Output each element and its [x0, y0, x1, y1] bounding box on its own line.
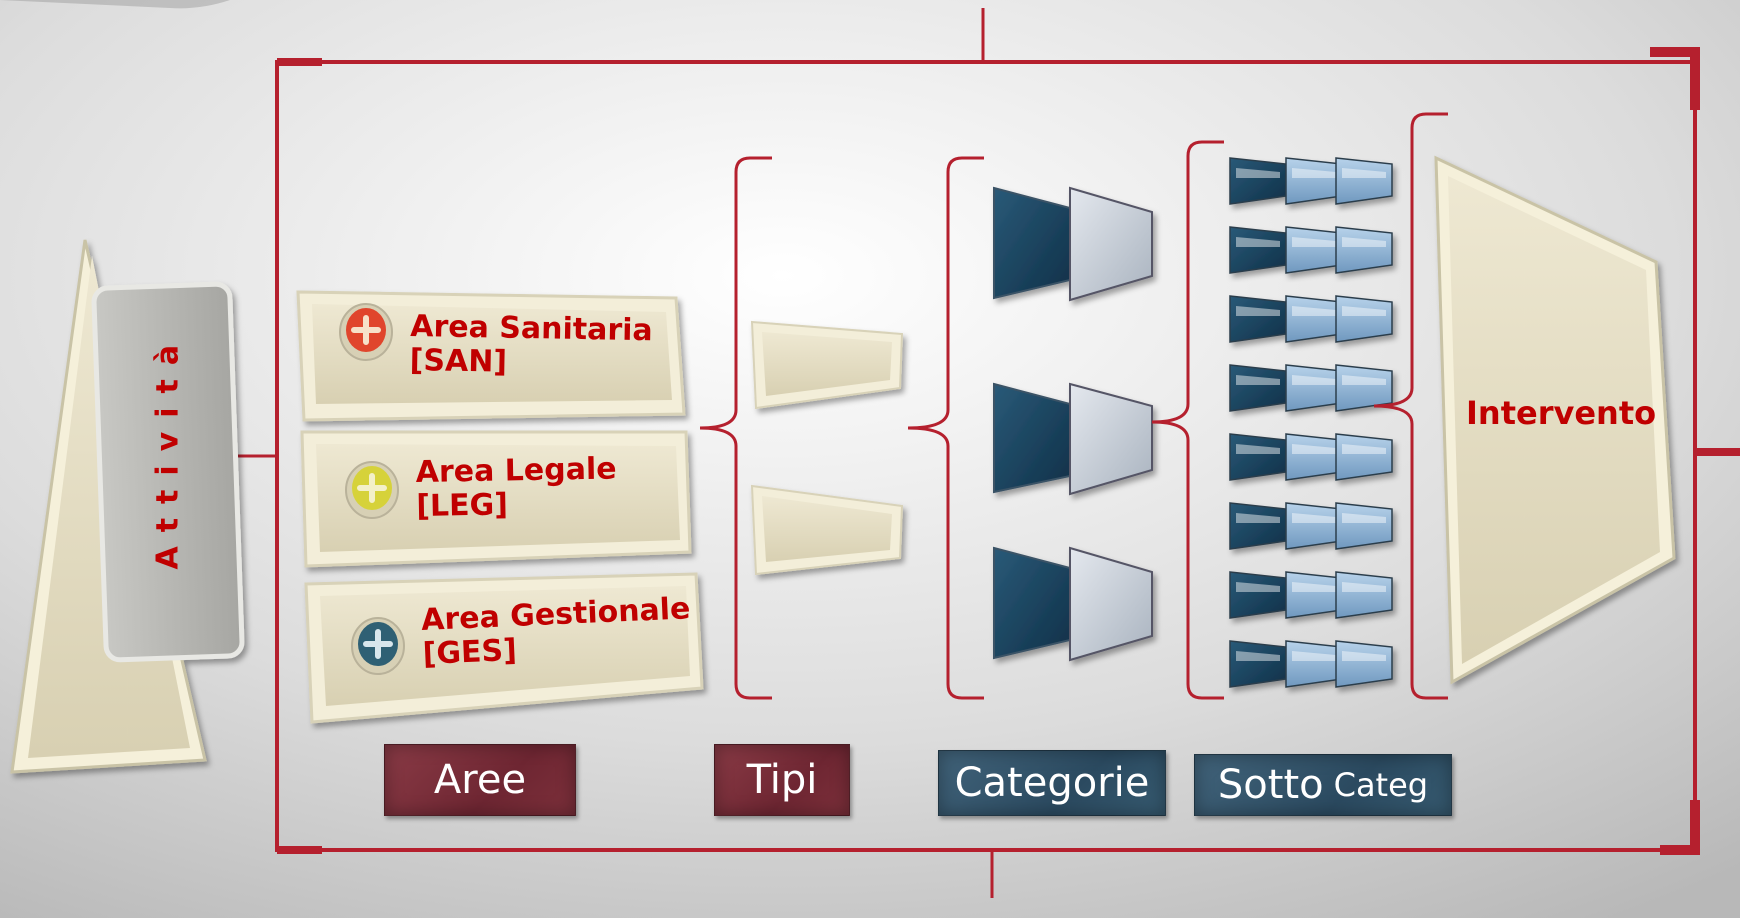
plus-icon	[345, 461, 399, 519]
tag-aree: Aree	[384, 744, 576, 816]
area-name: Area Legale	[415, 451, 617, 490]
sotto-block-light	[1285, 295, 1343, 343]
sotto-block-highlight	[1236, 444, 1280, 454]
area-code: [LEG]	[415, 487, 509, 524]
sotto-block-highlight	[1236, 237, 1280, 247]
sotto-block-dark	[1229, 295, 1287, 343]
sotto-block-highlight	[1236, 582, 1280, 592]
sotto-block-light	[1335, 226, 1393, 274]
tag-aree-label: Aree	[433, 757, 527, 803]
brace-categorie-sotto	[1151, 140, 1224, 700]
sotto-block-dark	[1229, 502, 1287, 550]
sotto-block-highlight	[1236, 168, 1280, 178]
sotto-categ-row[interactable]	[1229, 364, 1393, 412]
sotto-block-highlight	[1342, 168, 1386, 178]
outer-frame	[238, 8, 1740, 898]
sotto-block-highlight	[1342, 375, 1386, 385]
sotto-block-light	[1335, 640, 1393, 688]
tag-sotto-small: Categ	[1333, 766, 1429, 804]
sotto-block-dark	[1229, 364, 1287, 412]
sotto-block-highlight	[1292, 306, 1336, 316]
sotto-block-dark	[1229, 226, 1287, 274]
sotto-categ-row[interactable]	[1229, 571, 1393, 619]
sotto-block-highlight	[1342, 513, 1386, 523]
sotto-block-light	[1335, 433, 1393, 481]
tag-categorie: Categorie	[938, 750, 1166, 816]
sotto-block-highlight	[1236, 306, 1280, 316]
sotto-categ-row[interactable]	[1229, 226, 1393, 274]
tag-tipi-label: Tipi	[746, 757, 818, 803]
tipo-box-2[interactable]	[750, 484, 904, 576]
categoria-2[interactable]	[993, 382, 1153, 496]
sotto-block-highlight	[1236, 651, 1280, 661]
sotto-block-light	[1335, 157, 1393, 205]
area-box-leg[interactable]	[300, 430, 692, 568]
tipo-box-1[interactable]	[750, 320, 904, 410]
sotto-block-light	[1285, 433, 1343, 481]
sotto-categ-row[interactable]	[1229, 433, 1393, 481]
sotto-categ-row[interactable]	[1229, 295, 1393, 343]
tag-sotto-main: Sotto	[1217, 762, 1324, 808]
sotto-categ-row[interactable]	[1229, 640, 1393, 688]
sotto-block-highlight	[1292, 651, 1336, 661]
sotto-block-light	[1285, 157, 1343, 205]
area-label-san: Area Sanitaria [SAN]	[409, 309, 654, 382]
sotto-block-highlight	[1342, 237, 1386, 247]
tag-sotto-categ: Sotto Categ	[1194, 754, 1452, 816]
sotto-block-light	[1285, 571, 1343, 619]
tag-tipi: Tipi	[714, 744, 850, 816]
sotto-block-dark	[1229, 640, 1287, 688]
intervento-shape[interactable]	[1434, 155, 1676, 685]
sotto-block-highlight	[1236, 375, 1280, 385]
brace-sotto-intervento	[1373, 112, 1448, 700]
attivita-shape	[10, 239, 245, 774]
plus-icon	[351, 617, 405, 675]
area-code: [SAN]	[409, 343, 508, 380]
sotto-block-highlight	[1292, 582, 1336, 592]
sotto-block-highlight	[1292, 168, 1336, 178]
sotto-block-highlight	[1292, 444, 1336, 454]
sotto-categ-row[interactable]	[1229, 157, 1393, 205]
area-box-san[interactable]	[296, 290, 686, 422]
sotto-block-highlight	[1342, 306, 1386, 316]
sotto-block-dark	[1229, 157, 1287, 205]
sotto-block-light	[1335, 295, 1393, 343]
sotto-block-light	[1285, 640, 1343, 688]
sotto-block-highlight	[1292, 375, 1336, 385]
sotto-categ-grid	[1229, 157, 1393, 688]
categoria-1[interactable]	[993, 186, 1153, 302]
sotto-block-light	[1335, 502, 1393, 550]
sotto-block-light	[1335, 364, 1393, 412]
attivita-label: Attività	[150, 330, 186, 570]
brace-aree-tipi	[699, 156, 772, 700]
brace-tipi-categorie	[907, 156, 984, 700]
sotto-block-highlight	[1292, 237, 1336, 247]
sotto-block-light	[1335, 571, 1393, 619]
area-name: Area Sanitaria	[410, 309, 654, 349]
area-label-ges: Area Gestionale [GES]	[420, 591, 693, 672]
sotto-block-highlight	[1342, 444, 1386, 454]
sotto-categ-row[interactable]	[1229, 502, 1393, 550]
sotto-block-highlight	[1342, 651, 1386, 661]
area-label-leg: Area Legale [LEG]	[415, 451, 617, 524]
sotto-block-light	[1285, 364, 1343, 412]
tag-categorie-label: Categorie	[954, 760, 1150, 806]
plus-icon	[339, 303, 393, 361]
sotto-block-dark	[1229, 433, 1287, 481]
area-box-ges[interactable]	[304, 572, 704, 724]
sotto-block-light	[1285, 502, 1343, 550]
sotto-block-highlight	[1236, 513, 1280, 523]
categoria-3[interactable]	[993, 546, 1153, 662]
sotto-block-light	[1285, 226, 1343, 274]
sotto-block-dark	[1229, 571, 1287, 619]
intervento-label: Intervento	[1466, 394, 1657, 432]
sotto-block-highlight	[1342, 582, 1386, 592]
sotto-block-highlight	[1292, 513, 1336, 523]
